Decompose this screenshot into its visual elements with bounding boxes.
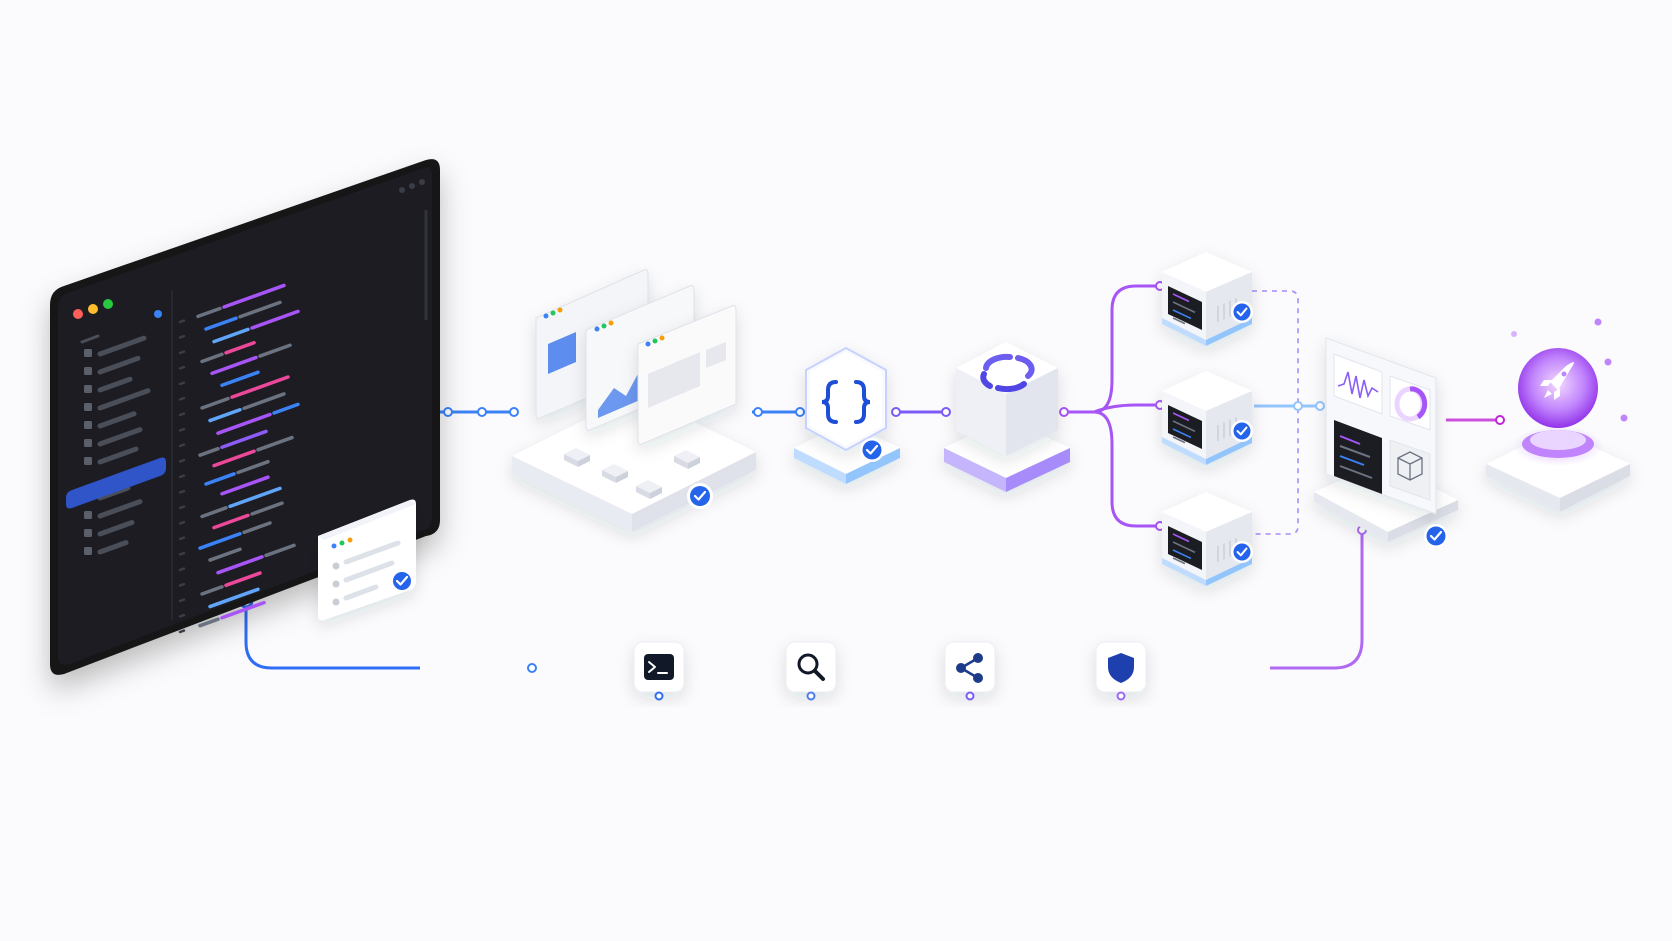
sidebar-file-item[interactable] xyxy=(84,540,129,555)
check-badge-icon xyxy=(1231,420,1253,442)
sidebar-file-item[interactable] xyxy=(84,446,139,465)
code-line xyxy=(178,587,260,618)
ui-key xyxy=(602,464,628,483)
terminal-panel xyxy=(1334,420,1382,494)
check-badge-icon xyxy=(860,438,884,462)
checklist-card xyxy=(318,499,416,621)
sidebar-file-item[interactable] xyxy=(84,427,143,447)
server-box[interactable] xyxy=(1162,492,1253,586)
sidebar-file-item[interactable] xyxy=(84,519,135,537)
mockups-stage[interactable] xyxy=(512,269,756,533)
code-line xyxy=(178,475,270,510)
tool-node-share[interactable] xyxy=(944,641,996,701)
code-line xyxy=(178,370,260,401)
code-line xyxy=(178,402,300,448)
ui-key xyxy=(564,448,590,467)
api-stage[interactable] xyxy=(794,346,900,484)
share-icon xyxy=(956,653,983,683)
code-line xyxy=(178,392,286,432)
code-line xyxy=(178,547,242,572)
donut-chart-icon xyxy=(1389,375,1431,431)
rocket-icon xyxy=(1540,362,1574,400)
sidebar-file-item[interactable] xyxy=(84,388,151,411)
check-badge-icon xyxy=(391,570,413,592)
sparkle-dot xyxy=(1620,414,1628,422)
code-line xyxy=(178,300,282,339)
magnifier-icon xyxy=(797,653,825,681)
check-badge-icon xyxy=(1424,524,1448,548)
sidebar-file-item[interactable] xyxy=(84,499,143,519)
check-badge-icon xyxy=(687,483,713,509)
checklist-item xyxy=(332,584,379,606)
editor-traffic-lights xyxy=(73,179,425,319)
ring-icon xyxy=(980,353,1035,393)
server-icon xyxy=(1168,405,1202,449)
sidebar-file-item[interactable] xyxy=(84,376,133,393)
checklist-item xyxy=(332,560,395,588)
code-line xyxy=(178,340,256,370)
wireframe-cube-icon xyxy=(1389,439,1431,501)
monitoring-stage[interactable] xyxy=(1314,337,1458,548)
code-line xyxy=(178,571,262,603)
code-line xyxy=(178,543,296,587)
code-line xyxy=(178,375,290,417)
check-badge-icon xyxy=(1231,541,1253,563)
curly-braces-icon xyxy=(821,380,871,424)
sidebar-file-item[interactable] xyxy=(84,335,147,357)
code-line xyxy=(178,459,270,494)
sparkle-dot xyxy=(1604,358,1612,366)
server-icon xyxy=(1168,526,1202,570)
waveform-chart-icon xyxy=(1333,353,1383,415)
sparkle-dot xyxy=(1594,318,1602,326)
tool-node-security[interactable] xyxy=(1095,641,1147,701)
code-line xyxy=(178,486,282,525)
ui-key xyxy=(636,480,662,499)
sidebar-file-item[interactable] xyxy=(84,355,141,375)
code-line xyxy=(178,435,294,479)
servers-stage[interactable] xyxy=(1162,252,1253,586)
sidebar-file-item[interactable] xyxy=(84,411,137,429)
server-icon xyxy=(1168,286,1202,330)
terminal-icon xyxy=(644,654,674,680)
code-line xyxy=(178,343,292,386)
check-badge-icon xyxy=(1231,301,1253,323)
code-line xyxy=(178,600,266,634)
sparkle-dot xyxy=(1511,331,1517,337)
connector-lines xyxy=(238,281,1505,673)
ui-key xyxy=(674,450,700,469)
tool-node-search[interactable] xyxy=(785,641,837,701)
code-line xyxy=(178,501,284,541)
code-line xyxy=(178,429,268,463)
code-line xyxy=(178,521,272,556)
shield-icon xyxy=(1108,653,1134,683)
server-box[interactable] xyxy=(1162,371,1253,465)
tool-nodes xyxy=(633,641,1147,701)
editor-code-area xyxy=(178,283,300,634)
code-line xyxy=(178,283,286,324)
code-line xyxy=(178,309,300,355)
checklist-item xyxy=(332,540,401,570)
sidebar-active-item[interactable] xyxy=(66,457,166,509)
mockup-window-3 xyxy=(637,305,737,445)
api-hexagon xyxy=(805,346,887,452)
build-stage[interactable] xyxy=(944,342,1070,492)
editor-sidebar xyxy=(66,290,173,620)
server-box[interactable] xyxy=(1162,252,1253,346)
sidebar-header xyxy=(80,334,100,344)
tool-node-terminal[interactable] xyxy=(633,641,685,701)
launch-stage[interactable] xyxy=(1486,318,1630,513)
